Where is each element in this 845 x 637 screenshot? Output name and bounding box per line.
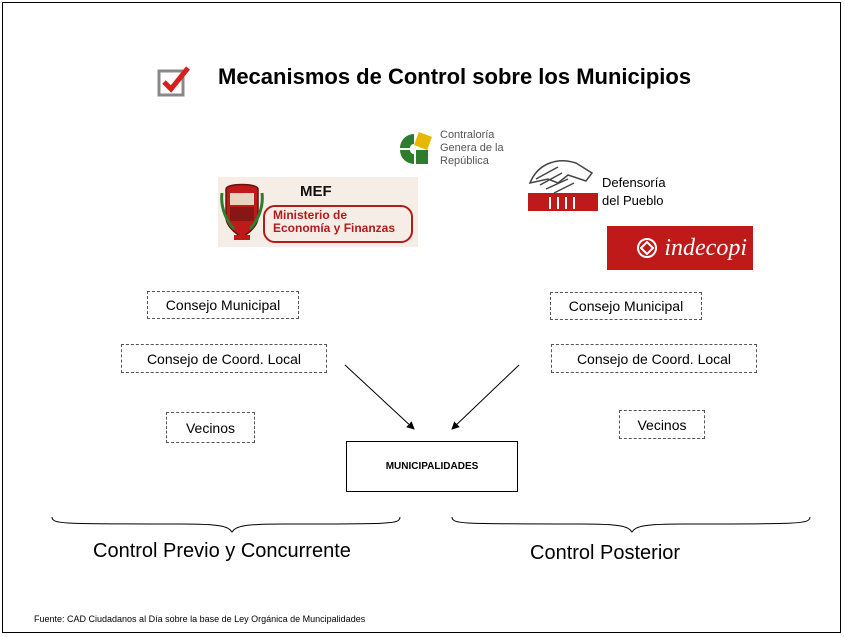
contraloria-logo-icon <box>400 132 432 164</box>
municipalidades-box: MUNICIPALIDADES <box>346 441 518 492</box>
mef-pill <box>263 205 413 243</box>
indecopi-logo: indecopi <box>607 226 753 270</box>
page-title: Mecanismos de Control sobre los Municipi… <box>218 64 692 89</box>
defensoria-logo-icon <box>528 153 598 211</box>
indecopi-text: indecopi <box>664 234 747 261</box>
left-vecinos: Vecinos <box>166 412 255 443</box>
control-posterior-label: Control Posterior <box>530 542 681 564</box>
right-consejo-municipal: Consejo Municipal <box>550 292 702 320</box>
left-consejo-municipal: Consejo Municipal <box>147 291 299 319</box>
checkbox-checked-icon <box>157 66 190 97</box>
control-previo-label: Control Previo y Concurrente <box>93 540 351 562</box>
source-note: Fuente: CAD Ciudadanos al Día sobre la b… <box>34 614 366 624</box>
coat-of-arms-icon <box>220 183 264 240</box>
mef-title: MEF <box>300 183 332 200</box>
right-consejo-coord-local: Consejo de Coord. Local <box>551 344 757 373</box>
indecopi-emblem-icon <box>637 238 658 258</box>
right-vecinos: Vecinos <box>619 410 705 439</box>
left-consejo-coord-local: Consejo de Coord. Local <box>121 344 327 373</box>
